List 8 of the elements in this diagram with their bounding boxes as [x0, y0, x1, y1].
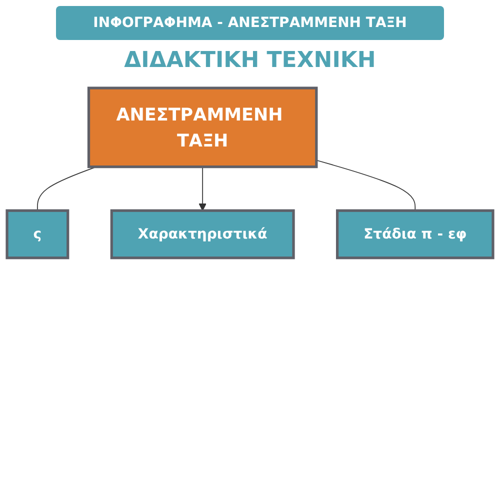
- connector: [316, 160, 416, 212]
- subtitle: ΔΙΔΑΚΤΙΚΗ ΤΕΧΝΙΚΗ: [123, 48, 377, 73]
- title-banner: ΙΝΦΟΓΡΑΦΗΜΑ - ΑΝΕΣΤΡΑΜΜΕΝΗ ΤΑΞΗ: [56, 6, 444, 40]
- node-box: Χαρακτηριστικά: [110, 209, 295, 260]
- node-box: ς: [6, 209, 70, 260]
- node-box: ΑΝΕΣΤΡΑΜΜΕΝΗ ΤΑΞΗ: [87, 86, 318, 168]
- arrow: [198, 166, 206, 211]
- node-box: Στάδια π - εφ: [336, 209, 494, 260]
